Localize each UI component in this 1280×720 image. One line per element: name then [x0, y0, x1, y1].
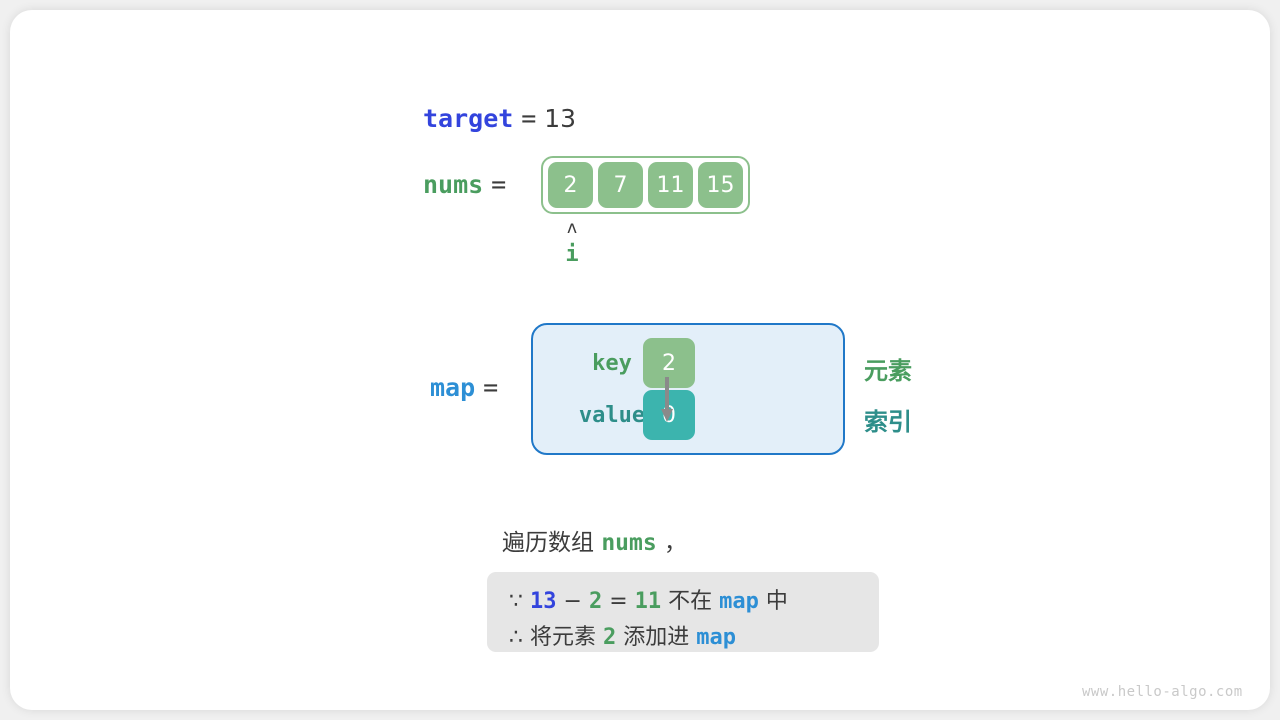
note2-code-map: map — [696, 625, 737, 650]
array-cell[interactable]: 2 — [548, 162, 593, 208]
note-text-mid: 不在 — [668, 589, 713, 614]
legend-index-label: 索引 — [864, 408, 912, 436]
nums-equals: = — [491, 170, 507, 199]
nums-label: nums — [423, 170, 484, 199]
note2-value: 2 — [603, 625, 617, 650]
note-operand-b: 2 — [588, 589, 603, 614]
key-to-value-arrow-icon — [661, 377, 673, 422]
map-container: key 2 value 0 — [531, 323, 845, 455]
target-row: target = 13 — [423, 102, 576, 136]
index-pointer-label: i — [565, 242, 579, 267]
caption-after: ， — [664, 530, 688, 556]
watermark: www.hello-algo.com — [1082, 684, 1243, 700]
legend-element-label: 元素 — [864, 357, 912, 385]
map-key-row: key 2 — [533, 337, 843, 389]
map-row-label: map = — [430, 372, 498, 404]
array-cell[interactable]: 7 — [598, 162, 643, 208]
caption-before: 遍历数组 — [502, 530, 594, 556]
target-label: target — [423, 104, 514, 133]
array-container: 2 7 11 15 — [541, 156, 750, 214]
note-text-end: 中 — [765, 589, 788, 614]
diagram-card: target = 13 nums = 2 7 11 15 ʌ i map = k… — [10, 10, 1270, 710]
note-operand-a: 13 — [530, 589, 557, 614]
minus-symbol: − — [563, 589, 582, 614]
map-label: map — [430, 373, 476, 402]
caption-code: nums — [601, 530, 657, 556]
index-pointer-caret-icon: ʌ — [566, 218, 578, 238]
note2-text-mid: 添加进 — [623, 625, 690, 650]
map-key-label: key — [592, 350, 632, 376]
note-code-map: map — [719, 589, 759, 614]
target-value: 13 — [544, 104, 577, 133]
array-cell[interactable]: 15 — [698, 162, 743, 208]
equals-symbol: = — [609, 589, 628, 614]
map-equals: = — [483, 373, 499, 402]
map-value-label: value — [578, 402, 646, 428]
note-box: ∵ 13 − 2 = 11 不在 map 中 ∴ 将元素 2 添加进 map — [487, 572, 879, 652]
note-line-1: ∵ 13 − 2 = 11 不在 map 中 — [509, 583, 788, 615]
array-cell[interactable]: 11 — [648, 162, 693, 208]
map-value-row: value 0 — [533, 389, 843, 441]
target-equals: = — [521, 104, 537, 133]
caption-text: 遍历数组 nums ， — [502, 523, 687, 557]
note-result: 11 — [634, 589, 662, 614]
because-symbol-icon: ∵ — [509, 589, 523, 614]
therefore-symbol-icon: ∴ — [509, 625, 523, 650]
note-line-2: ∴ 将元素 2 添加进 map — [509, 619, 736, 651]
note2-text-before: 将元素 — [530, 625, 597, 650]
nums-row-label: nums = — [423, 169, 506, 201]
